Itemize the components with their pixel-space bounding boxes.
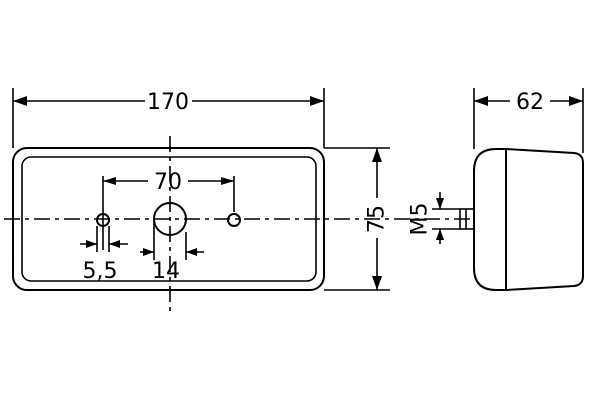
m5-stud	[459, 208, 475, 230]
dimension-hole-spacing: 70	[102, 170, 235, 250]
front-view	[4, 136, 470, 312]
large-hole-label: 14	[152, 259, 180, 284]
thread-label: M5	[408, 203, 433, 236]
small-hole-right	[227, 213, 241, 227]
dimension-overall-width: 170	[12, 88, 325, 148]
height-label: 75	[365, 205, 390, 233]
hole-spacing-label: 70	[154, 170, 182, 195]
dimension-height: 75	[324, 147, 390, 291]
dimension-large-hole: 14	[140, 219, 204, 284]
overall-width-label: 170	[147, 90, 189, 115]
depth-label: 62	[516, 90, 544, 115]
side-body-outline	[505, 148, 584, 291]
small-hole-label: 5,5	[83, 259, 118, 284]
dimension-depth: 62	[473, 88, 584, 153]
dimension-thread: M5	[408, 192, 460, 244]
side-view	[459, 148, 584, 291]
dimension-small-hole: 5,5	[80, 226, 128, 284]
side-bezel-outline	[473, 148, 507, 291]
